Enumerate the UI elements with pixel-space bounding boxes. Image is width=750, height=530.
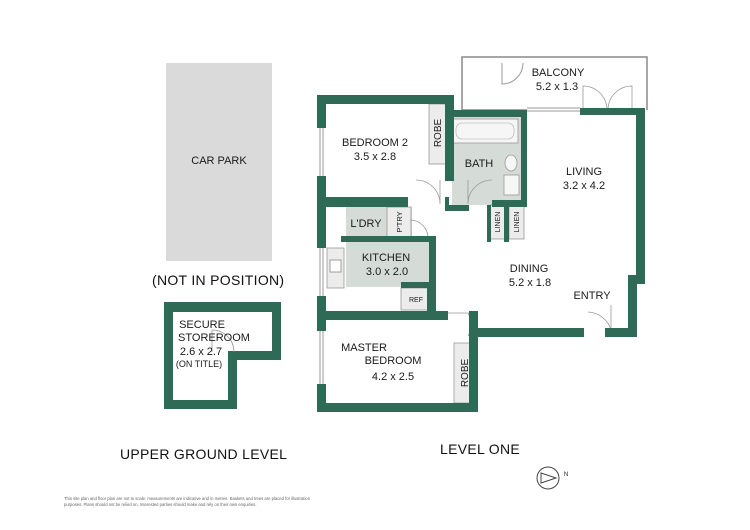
bedroom2-label: BEDROOM 2 [342, 137, 408, 149]
master-label-1: MASTER [341, 342, 387, 354]
compass-icon [536, 466, 560, 490]
bedroom2-size: 3.5 x 2.8 [354, 151, 396, 163]
balcony-door [501, 62, 524, 85]
car-park-note: (NOT IN POSITION) [152, 272, 285, 288]
windows [319, 107, 580, 385]
vanity [503, 174, 520, 196]
upper-ground-level-title: UPPER GROUND LEVEL [120, 446, 288, 462]
living-label: LIVING [566, 166, 602, 178]
robe1-label: ROBE [433, 119, 444, 148]
bath-label: BATH [465, 158, 494, 170]
entry-label: ENTRY [573, 290, 611, 302]
bathtub [451, 118, 519, 144]
car-park-area [166, 63, 272, 261]
level-one-title: LEVEL ONE [440, 441, 520, 457]
kitchen-label: KITCHEN [362, 252, 410, 264]
dining-label: DINING [510, 263, 549, 275]
master-size: 4.2 x 2.5 [372, 371, 414, 383]
dining-size: 5.2 x 1.8 [509, 277, 551, 289]
toilet [504, 154, 518, 172]
living-size: 3.2 x 4.2 [563, 180, 605, 192]
bathtub-inner [455, 122, 515, 140]
linen1-label: LINEN [495, 212, 502, 233]
pantry-cabinet [386, 206, 412, 240]
storeroom-name-2: STOREROOM [178, 332, 250, 344]
disclaimer: This site plan and floor plan are not to… [64, 496, 311, 507]
robe2-label: ROBE [460, 359, 471, 388]
compass-north-label: N [564, 472, 568, 478]
storeroom-door [211, 329, 235, 353]
storeroom-size: 2.6 x 2.7 [180, 346, 222, 358]
ref-label: REF [409, 297, 423, 304]
master-label-2: BEDROOM [365, 355, 422, 367]
balcony-label: BALCONY [532, 67, 585, 79]
balcony-size: 5.2 x 1.3 [536, 81, 578, 93]
storeroom-walls [164, 302, 281, 409]
kitchen-floor [346, 239, 432, 287]
car-park-label: CAR PARK [191, 155, 247, 167]
laundry-label: L'DRY [350, 218, 382, 230]
pantry-label: P'TRY [395, 211, 404, 232]
walls [317, 95, 645, 412]
sink [329, 259, 342, 273]
storeroom-name-1: SECURE [179, 319, 225, 331]
kitchen-size: 3.0 x 2.0 [366, 266, 408, 278]
linen2-label: LINEN [514, 212, 521, 233]
storeroom-note: (ON TITLE) [176, 359, 222, 369]
